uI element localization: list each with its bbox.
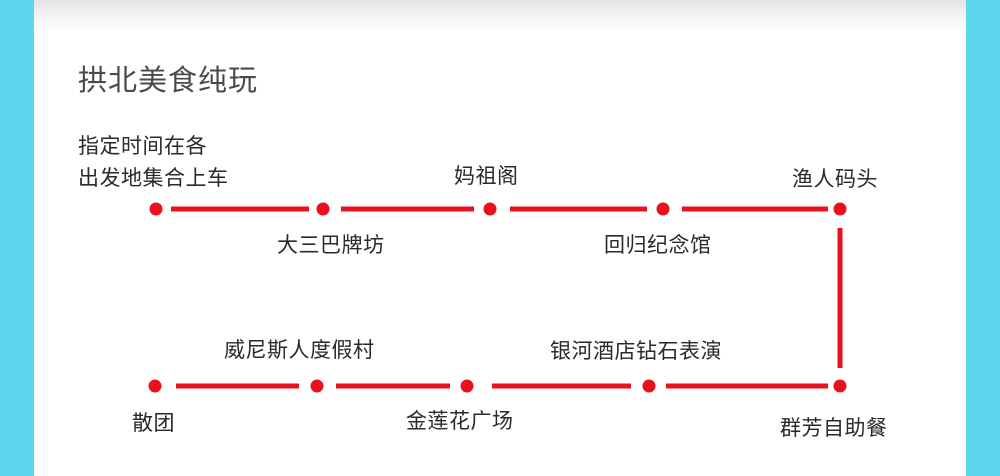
stop-label-1: 指定时间在各 出发地集合上车 [78,134,229,190]
diagram-title: 拱北美食纯玩 [78,63,259,97]
stop-label-3: 妈祖阁 [454,164,519,188]
stop-label-8: 金莲花广场 [406,409,514,433]
stop-dot-3 [483,202,497,216]
stop-dot-8 [460,379,474,393]
route-diagram [148,202,847,393]
stop-dot-6 [833,379,847,393]
stop-label-9: 威尼斯人度假村 [224,338,375,362]
stop-dot-5 [833,202,847,216]
route-stops [148,202,847,393]
stop-label-10: 散团 [132,411,175,435]
stop-label-5: 渔人码头 [792,167,878,191]
stop-dot-10 [148,379,162,393]
stop-label-6: 群芳自助餐 [780,416,888,440]
stop-dot-9 [310,379,324,393]
stop-label-2: 大三巴牌坊 [277,233,385,257]
route-segments [171,206,843,389]
stop-dot-1 [149,202,163,216]
stop-label-7: 银河酒店钻石表演 [550,339,722,363]
stop-dot-4 [656,202,670,216]
card-top-shadow [34,0,966,34]
stop-dot-7 [642,379,656,393]
stop-label-4: 回归纪念馆 [604,233,712,257]
stop-dot-2 [316,202,330,216]
itinerary-card: 拱北美食纯玩 指定时间在各 出发地集合上车 大三巴牌坊 妈祖阁 [34,0,966,476]
